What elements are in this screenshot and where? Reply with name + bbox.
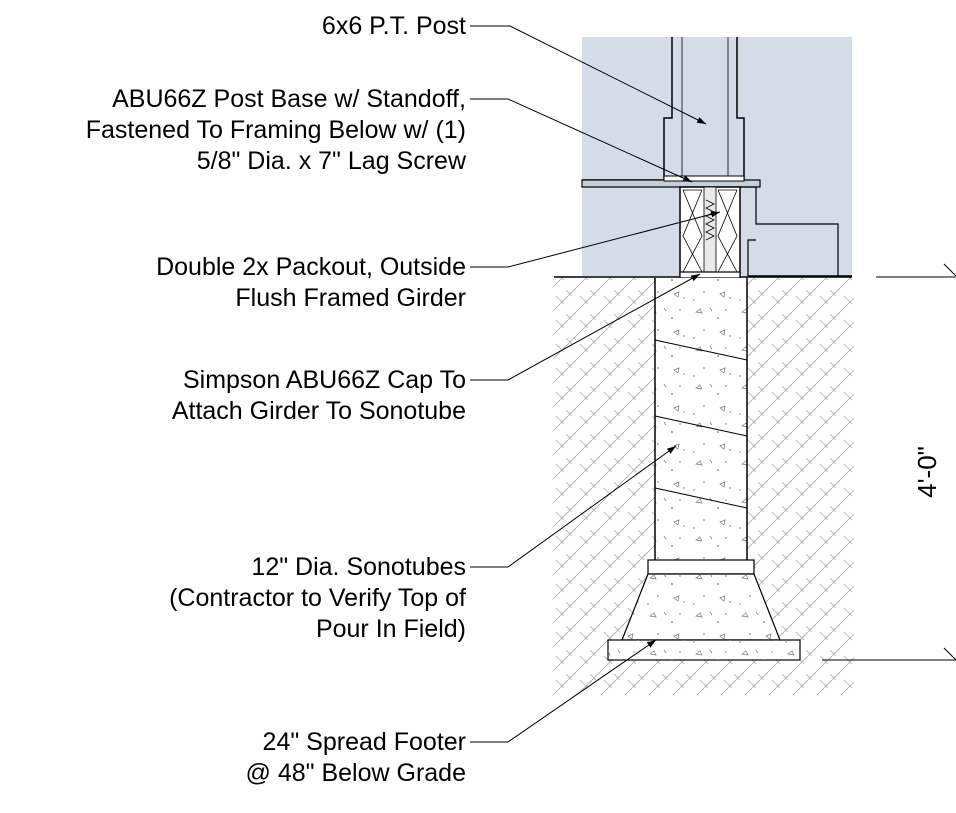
leader-cap bbox=[470, 273, 701, 381]
callout-post-base-line-3: 5/8" Dia. x 7" Lag Screw bbox=[196, 147, 466, 175]
spread-footer-24in bbox=[607, 559, 801, 661]
callout-post-base-line-2: Fastened To Framing Below w/ (1) bbox=[85, 116, 466, 144]
leader-sonotube bbox=[470, 445, 677, 568]
dimension-label: 4'-0" bbox=[912, 446, 942, 498]
post-6x6 bbox=[582, 37, 745, 181]
leader-packout bbox=[470, 211, 721, 268]
leader-footer bbox=[470, 639, 657, 743]
callout-post-base: ABU66Z Post Base w/ Standoff, Fastened T… bbox=[86, 84, 466, 177]
callout-cap-line-2: Attach Girder To Sonotube bbox=[171, 397, 466, 425]
callout-packout-line-1: Double 2x Packout, Outside bbox=[156, 253, 466, 281]
callout-sonotube: 12" Dia. Sonotubes (Contractor to Verify… bbox=[169, 552, 466, 645]
callout-cap-line-1: Simpson ABU66Z Cap To bbox=[182, 366, 466, 394]
leader-post-base bbox=[470, 98, 693, 183]
callout-footer-line-2: @ 48" Below Grade bbox=[245, 759, 466, 787]
sonotube-12in bbox=[654, 278, 748, 560]
abu66z-cap bbox=[679, 271, 741, 279]
dimension-4ft: 4'-0" bbox=[822, 263, 956, 661]
flush-framed-girder bbox=[582, 186, 852, 277]
callout-post: 6x6 P.T. Post bbox=[322, 11, 466, 42]
callout-sonotube-line-3: Pour In Field) bbox=[315, 615, 466, 643]
callout-sonotube-line-1: 12" Dia. Sonotubes bbox=[251, 553, 466, 581]
callout-post-line-1: 6x6 P.T. Post bbox=[321, 12, 466, 40]
leader-post bbox=[470, 25, 707, 125]
callout-packout-line-2: Flush Framed Girder bbox=[235, 284, 466, 312]
callout-cap: Simpson ABU66Z Cap To Attach Girder To S… bbox=[172, 365, 466, 427]
callout-post-base-line-1: ABU66Z Post Base w/ Standoff, bbox=[112, 85, 466, 113]
leader-lines bbox=[470, 25, 721, 743]
double-2x-packout bbox=[679, 186, 741, 276]
callout-sonotube-line-2: (Contractor to Verify Top of bbox=[169, 584, 466, 612]
callout-packout: Double 2x Packout, Outside Flush Framed … bbox=[156, 252, 466, 314]
callout-footer: 24" Spread Footer @ 48" Below Grade bbox=[246, 727, 466, 789]
callout-footer-line-1: 24" Spread Footer bbox=[262, 728, 466, 756]
